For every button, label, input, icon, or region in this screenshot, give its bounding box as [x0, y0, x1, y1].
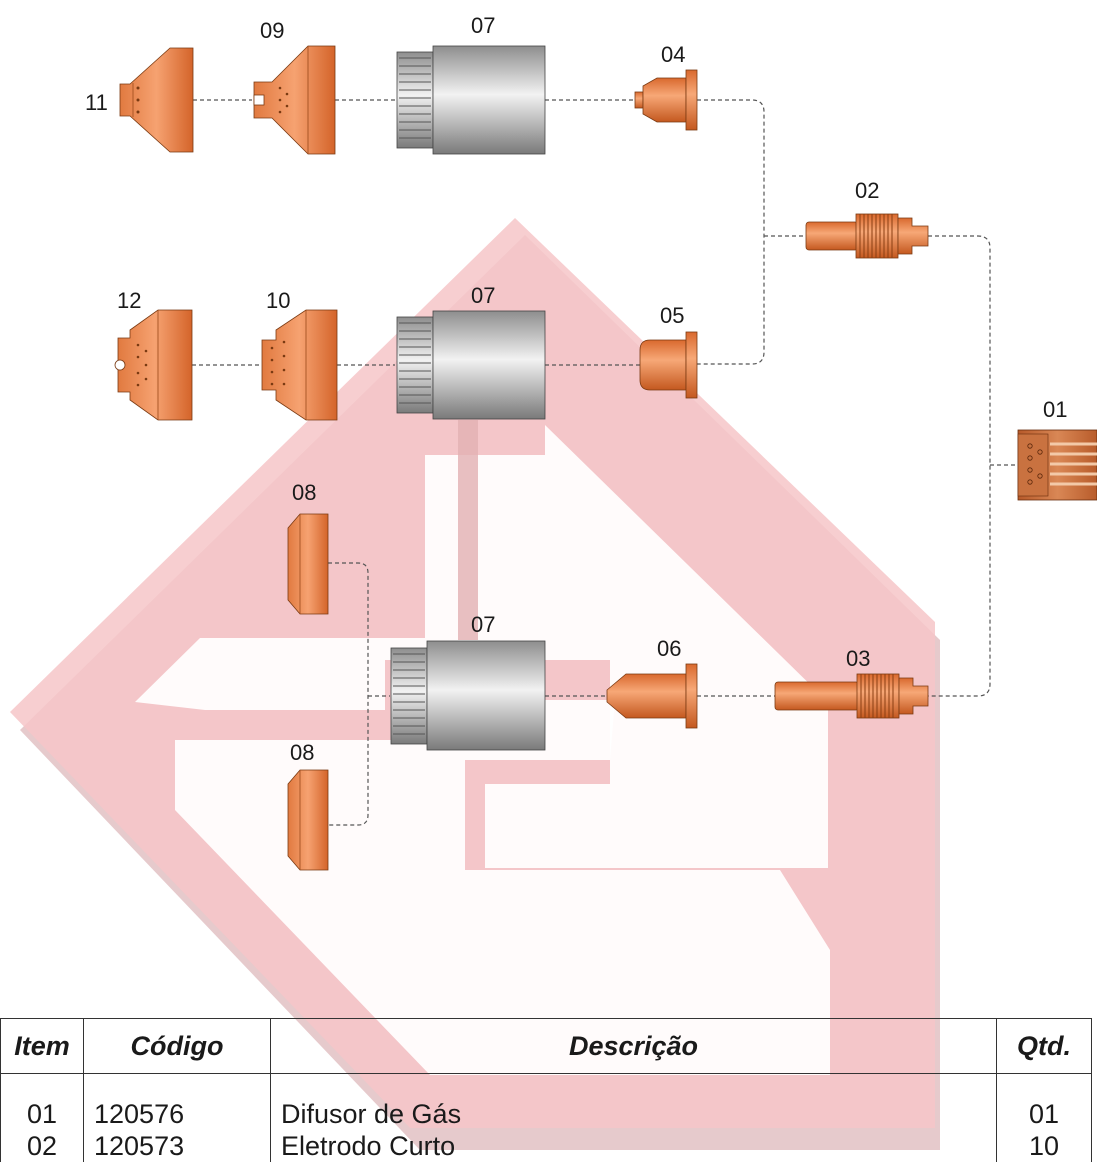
label-part-08-top: 08: [292, 480, 316, 505]
part-10-shield: [261, 309, 338, 421]
label-part-04: 04: [661, 42, 685, 67]
cell-code: 120573: [83, 1130, 271, 1162]
part-06-nozzle: [606, 663, 698, 729]
label-part-05: 05: [660, 303, 684, 328]
cell-item: 01: [0, 1073, 84, 1130]
cell-description: Eletrodo Curto: [270, 1130, 997, 1162]
cell-item: 02: [0, 1130, 84, 1162]
label-part-09: 09: [260, 18, 284, 43]
cell-quantity: 10: [996, 1130, 1092, 1162]
cell-quantity: 01: [996, 1073, 1092, 1130]
header-quantity: Qtd.: [996, 1018, 1092, 1074]
part-11-shield: [119, 47, 194, 153]
label-part-02: 02: [855, 178, 879, 203]
label-part-01: 01: [1043, 397, 1067, 422]
part-03-electrode-long: [774, 673, 929, 719]
header-code: Código: [83, 1018, 271, 1074]
part-05-nozzle: [639, 331, 698, 399]
part-08-deflector-top: [287, 513, 329, 615]
part-01-gas-diffuser: [1017, 429, 1097, 501]
cell-code: 120576: [83, 1073, 271, 1130]
connector-lines: [192, 99, 1018, 826]
part-07-retaining-cap-top: [396, 45, 546, 155]
part-04-nozzle: [634, 69, 698, 131]
label-part-10: 10: [266, 288, 290, 313]
part-07-retaining-cap-bottom: [390, 640, 546, 751]
part-08-deflector-bottom: [287, 769, 329, 871]
cell-description: Difusor de Gás: [270, 1073, 997, 1130]
label-part-06: 06: [657, 636, 681, 661]
header-item: Item: [0, 1018, 84, 1074]
part-09-shield: [253, 45, 336, 155]
table-row: 01 120576 Difusor de Gás 01: [0, 1073, 1092, 1130]
label-part-08-bottom: 08: [290, 740, 314, 765]
table-row: 02 120573 Eletrodo Curto 10: [0, 1130, 1092, 1162]
label-part-12: 12: [117, 288, 141, 313]
label-part-11: 11: [85, 90, 108, 115]
label-part-07-bottom: 07: [471, 612, 495, 637]
part-02-electrode: [805, 213, 929, 259]
part-12-shield: [114, 309, 193, 421]
label-part-03: 03: [846, 646, 870, 671]
part-07-retaining-cap-middle: [396, 310, 546, 420]
parts-table: Item Código Descrição Qtd. 01 120576 Dif…: [0, 1018, 1092, 1162]
table-header-row: Item Código Descrição Qtd.: [0, 1018, 1092, 1074]
label-part-07-middle: 07: [471, 283, 495, 308]
header-description: Descrição: [270, 1018, 997, 1074]
label-part-07-top: 07: [471, 13, 495, 38]
